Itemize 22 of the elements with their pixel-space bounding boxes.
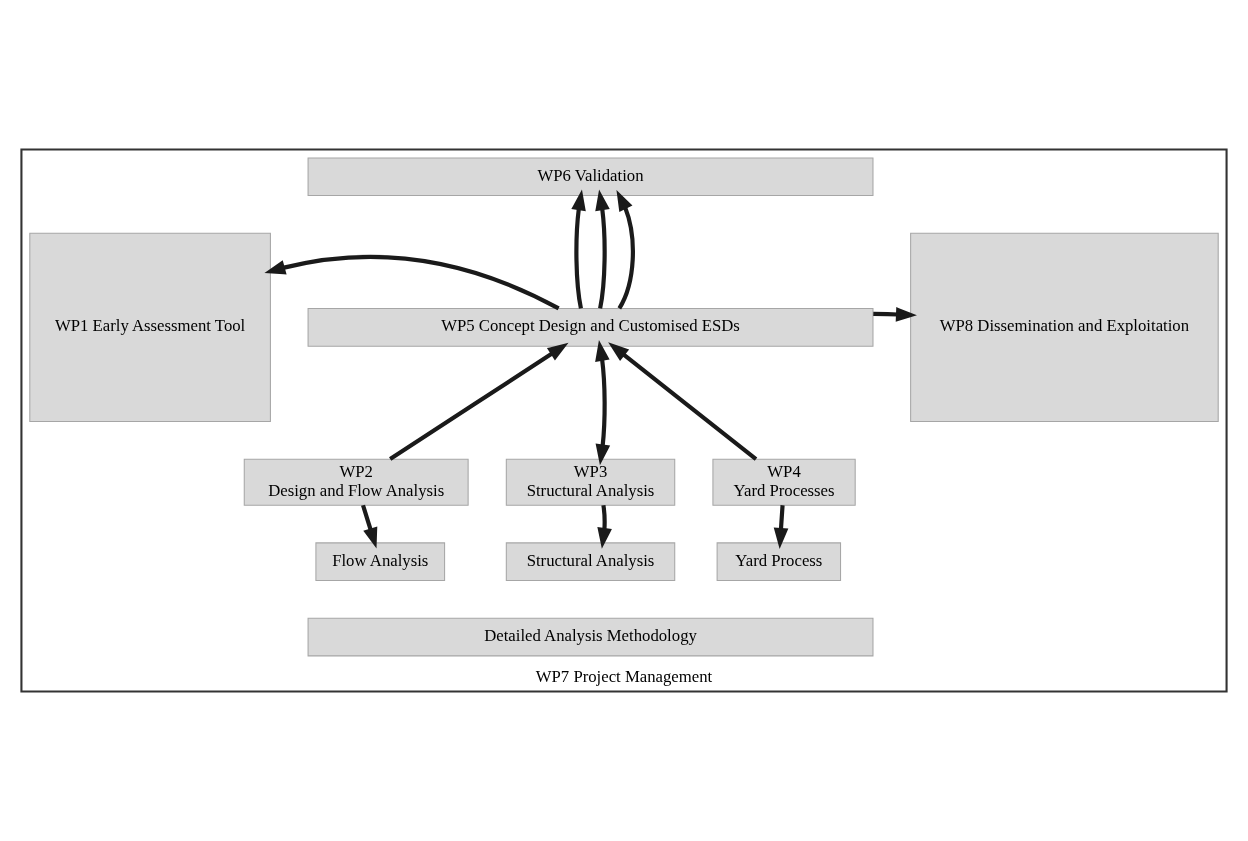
node-box: Structural Analysis — [505, 542, 676, 582]
arrow — [595, 340, 611, 466]
arrow — [597, 504, 612, 549]
node-box: Detailed Analysis Methodology — [307, 617, 874, 657]
node-box: WP1 Early Assessment Tool — [29, 232, 271, 423]
arrow — [389, 342, 569, 461]
arrow — [571, 189, 586, 309]
node-box: WP4 Yard Processes — [712, 458, 856, 506]
node-box: Yard Process — [716, 542, 842, 582]
node-box: WP8 Dissemination and Exploitation — [910, 232, 1219, 423]
node-box: WP2 Design and Flow Analysis — [243, 458, 469, 506]
node-box: WP3 Structural Analysis — [505, 458, 676, 506]
arrow — [773, 505, 789, 549]
arrow — [595, 189, 610, 309]
arrow — [616, 190, 635, 310]
node-box: WP5 Concept Design and Customised ESDs — [307, 308, 874, 347]
node-box: Flow Analysis — [315, 542, 446, 582]
arrow — [361, 504, 378, 549]
arrow — [264, 254, 560, 311]
arrow — [608, 342, 758, 461]
node-box: WP6 Validation — [307, 157, 874, 197]
arrow — [873, 307, 917, 322]
